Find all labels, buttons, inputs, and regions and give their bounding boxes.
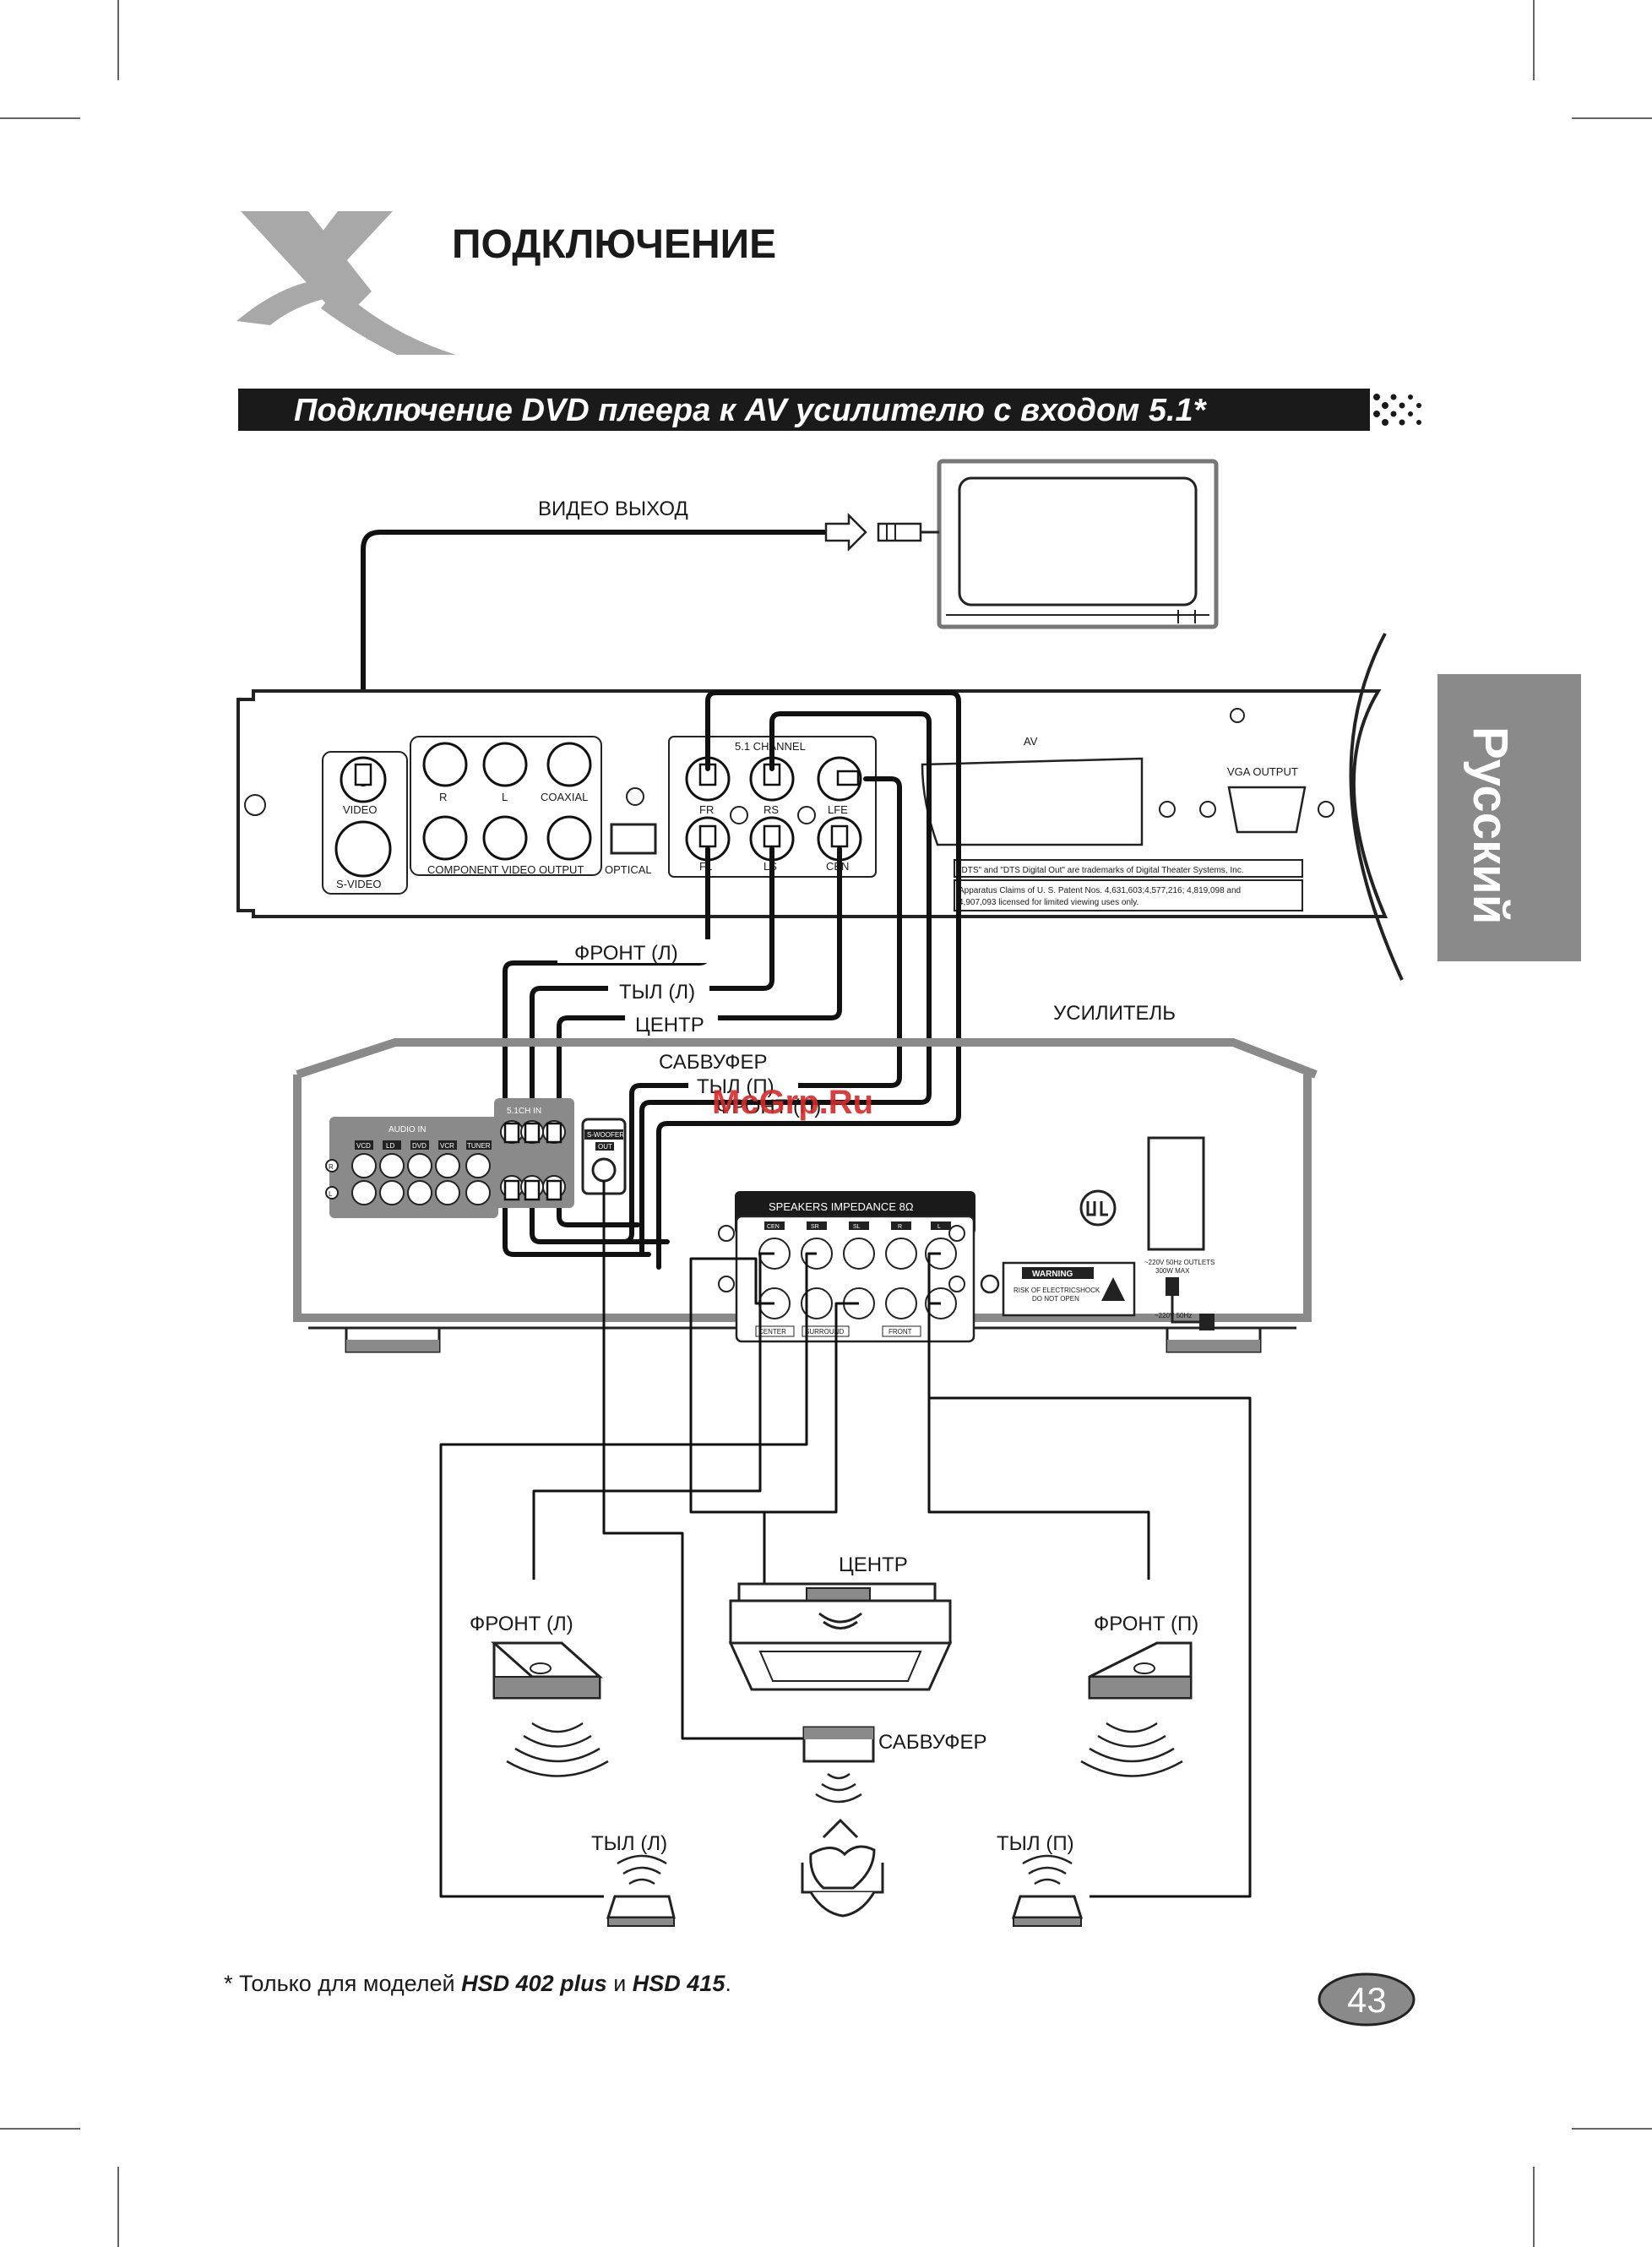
dvd-plugs — [354, 763, 860, 848]
language-tab: Русский — [1437, 674, 1581, 961]
cable-label-rear-left: ТЫЛ (Л) — [619, 981, 695, 1004]
sp-top-sr: SR — [811, 1224, 819, 1230]
section-title: ПОДКЛЮЧЕНИЕ — [452, 222, 776, 267]
language-tab-label: Русский — [1463, 726, 1518, 924]
footnote: * Только для моделей HSD 402 plus и HSD … — [224, 1971, 731, 1996]
label-swoofer: S-WOOFER — [587, 1131, 624, 1139]
sp-bottom-surround: SURROUND — [805, 1328, 844, 1336]
rear-right-speaker — [1011, 1854, 1084, 1927]
footnote-middle: и — [607, 1971, 633, 1996]
label-optical: OPTICAL — [605, 863, 652, 876]
cable-label-front-right: ФРОНТ (П) — [716, 1096, 821, 1118]
cable-label-rear-right: ТЫЛ (П) — [697, 1075, 774, 1098]
audio-5-1-cables — [503, 690, 961, 1270]
video-out-label: ВИДЕО ВЫХОД — [538, 498, 688, 520]
label-vga: VGA OUTPUT — [1227, 765, 1298, 778]
label-video: VIDEO — [343, 803, 377, 816]
label-lfe: LFE — [828, 803, 848, 816]
label-51ch-in: 5.1CH IN — [507, 1107, 541, 1116]
footnote-model-2: HSD 415 — [633, 1971, 726, 1996]
speaker-label-front-left: ФРОНТ (Л) — [470, 1613, 573, 1635]
page-number-badge: 43 — [1318, 1972, 1416, 2027]
speaker-label-center: ЦЕНТР — [839, 1553, 908, 1576]
label-r: R — [439, 791, 447, 803]
warning-title: WARNING — [1032, 1270, 1073, 1279]
footnote-prefix: * Только для моделей — [224, 1971, 461, 1996]
sp-bottom-center: CENTER — [758, 1328, 786, 1336]
row-r: R — [329, 1163, 334, 1171]
banner-dot-pattern — [1373, 394, 1421, 426]
sp-top-cen: CEN — [767, 1224, 780, 1230]
in-label-vcd: VCD — [356, 1142, 371, 1150]
speaker-label-front-right: ФРОНТ (П) — [1094, 1613, 1198, 1635]
brand-x-logo — [236, 211, 456, 355]
watermark: McGrp.Ru — [712, 1084, 873, 1121]
patent-note-1: Apparatus Claims of U. S. Patent Nos. 4,… — [959, 886, 1241, 895]
speaker-label-rear-left: ТЫЛ (Л) — [591, 1832, 667, 1855]
sp-bottom-front: FRONT — [888, 1328, 912, 1336]
page-number: 43 — [1347, 1980, 1387, 2020]
label-rs: RS — [764, 803, 779, 816]
front-left-speaker — [491, 1641, 609, 1777]
speaker-label-rear-right: ТЫЛ (П) — [997, 1832, 1074, 1855]
label-audio-in: AUDIO IN — [389, 1125, 426, 1134]
sp-top-l: L — [937, 1224, 941, 1230]
speaker-wires — [439, 1181, 1252, 1898]
label-speakers-impedance: SPEAKERS IMPEDANCE 8Ω — [769, 1200, 914, 1213]
video-cable — [361, 512, 939, 754]
center-speaker — [728, 1582, 953, 1691]
footnote-model-1: HSD 402 plus — [461, 1971, 607, 1996]
label-l: L — [502, 791, 508, 803]
cable-label-center: ЦЕНТР — [635, 1014, 704, 1036]
warning-sub-2: DO NOT OPEN — [1032, 1295, 1079, 1303]
in-label-dvd: DVD — [412, 1142, 427, 1150]
dts-note: "DTS" and "DTS Digital Out" are trademar… — [959, 866, 1243, 875]
banner-title: Подключение DVD плеера к AV усилителю с … — [294, 393, 1208, 428]
sp-top-sl: SL — [853, 1224, 861, 1230]
footnote-suffix: . — [725, 1971, 731, 1996]
label-av: AV — [1024, 735, 1038, 748]
in-label-ld: LD — [386, 1142, 394, 1150]
label-svideo: S-VIDEO — [336, 878, 381, 890]
dvd-rear-panel: VIDEO S-VIDEO R L COAXIAL COMPONENT VIDE… — [236, 633, 1404, 981]
warning-sub-1: RISK OF ELECTRICSHOCK — [1013, 1287, 1100, 1294]
outlet-label-1: ~220V 50Hz OUTLETS — [1144, 1259, 1215, 1266]
amp-plugs — [503, 1122, 562, 1201]
cable-label-subwoofer: САБВУФЕР — [659, 1051, 767, 1074]
sp-top-r: R — [898, 1224, 902, 1230]
patent-note-2: 4,907,093 licensed for limited viewing u… — [959, 898, 1138, 907]
in-label-tuner: TUNER — [467, 1142, 491, 1150]
label-component: COMPONENT VIDEO OUTPUT — [427, 863, 584, 876]
label-out: OUT — [598, 1143, 612, 1151]
rear-left-speaker — [606, 1854, 676, 1927]
mains-label: ~220V 50Hz — [1155, 1312, 1192, 1319]
in-label-vcr: VCR — [440, 1142, 454, 1150]
outlet-label-2: 300W MAX — [1155, 1267, 1190, 1275]
speaker-label-subwoofer: САБВУФЕР — [878, 1731, 986, 1754]
listener-icon — [801, 1818, 884, 1918]
tv-monitor — [937, 459, 1219, 629]
label-coaxial: COAXIAL — [541, 791, 588, 803]
banner: Подключение DVD плеера к AV усилителю с … — [238, 389, 1421, 431]
subwoofer — [802, 1726, 875, 1804]
front-right-speaker — [1080, 1641, 1193, 1777]
label-fr: FR — [699, 803, 714, 816]
row-l: L — [329, 1190, 333, 1198]
amplifier-label: УСИЛИТЕЛЬ — [1053, 1002, 1176, 1025]
cable-label-front-left: ФРОНТ (Л) — [574, 942, 678, 965]
